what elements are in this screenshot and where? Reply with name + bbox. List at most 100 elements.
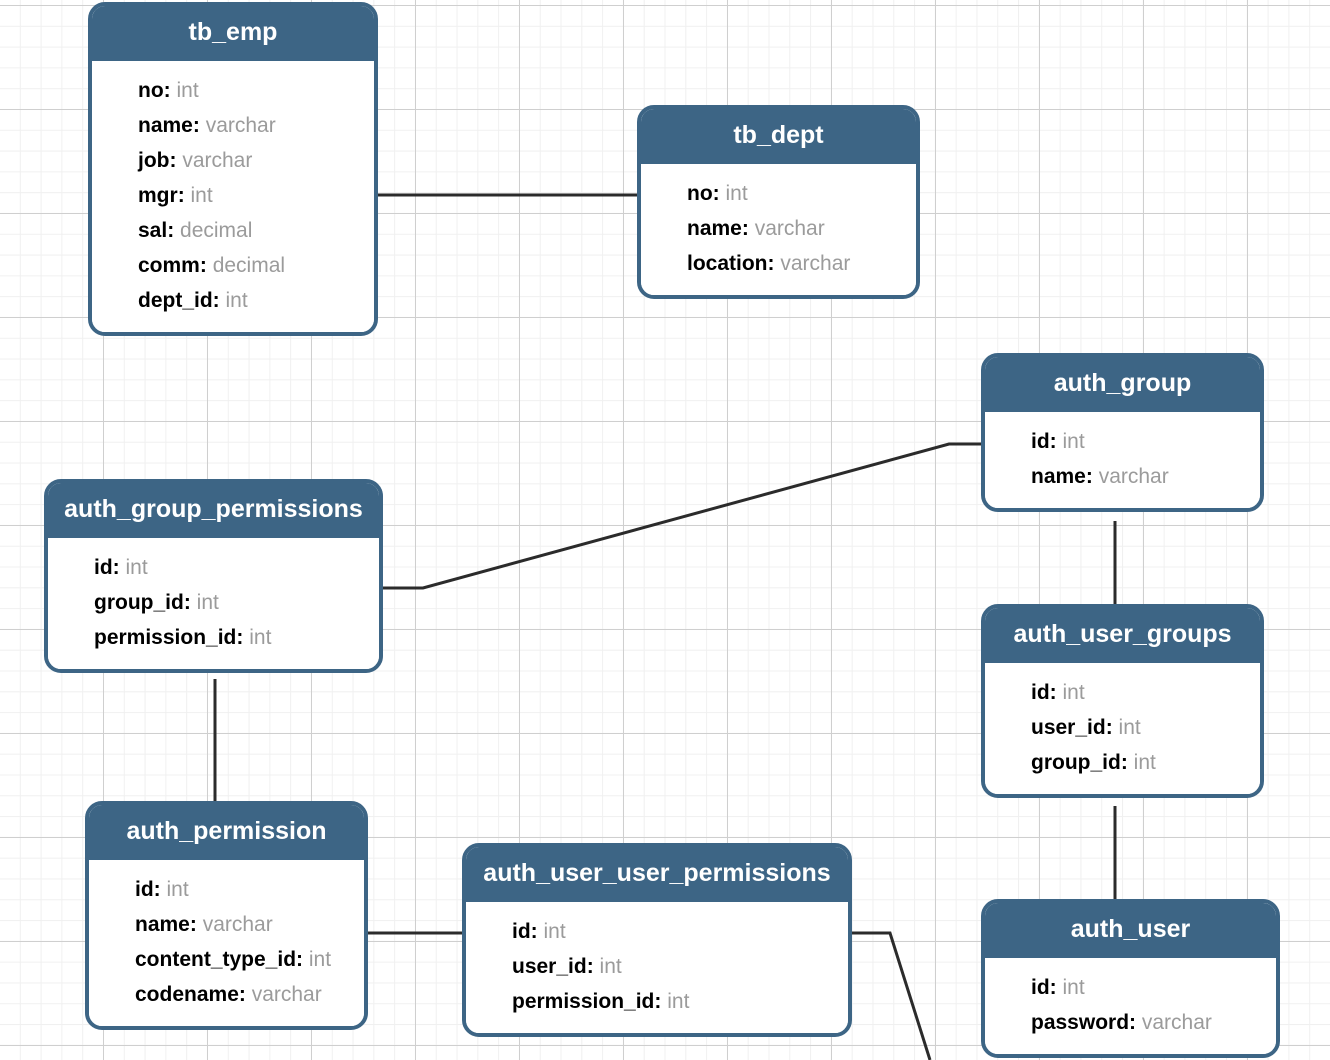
- field-row: id: int: [985, 970, 1276, 1005]
- field-type: int: [1062, 976, 1085, 999]
- field-separator: :: [1105, 716, 1119, 739]
- field-separator: :: [236, 626, 250, 649]
- field-type: int: [166, 878, 189, 901]
- field-name: name: [138, 114, 193, 137]
- field-separator: :: [212, 289, 226, 312]
- field-name: id: [94, 556, 113, 579]
- field-separator: :: [189, 913, 203, 936]
- field-separator: :: [183, 591, 197, 614]
- field-row: location: varchar: [641, 246, 916, 281]
- entity-fields-auth_group_permissions: id: int group_id: int permission_id: int: [48, 538, 379, 669]
- field-separator: :: [530, 920, 544, 943]
- relationship-auth_user_user_permissions-to-auth_user[interactable]: [852, 931, 932, 1060]
- field-name: content_type_id: [135, 948, 297, 971]
- entity-title-auth_user: auth_user: [985, 903, 1276, 958]
- field-type: int: [543, 920, 566, 943]
- field-row: mgr: int: [92, 178, 374, 213]
- field-name: comm: [138, 254, 200, 277]
- field-separator: :: [1049, 976, 1063, 999]
- field-name: password: [1031, 1011, 1130, 1034]
- field-separator: :: [238, 983, 252, 1006]
- field-name: name: [1031, 465, 1086, 488]
- field-separator: :: [712, 182, 726, 205]
- entity-title-tb_emp: tb_emp: [92, 6, 374, 61]
- relationship-auth_group_permissions-to-auth_group[interactable]: [383, 442, 981, 590]
- field-name: id: [1031, 976, 1050, 999]
- field-type: int: [225, 289, 248, 312]
- field-name: name: [687, 217, 742, 240]
- field-type: varchar: [1098, 465, 1169, 488]
- field-type: int: [725, 182, 748, 205]
- entity-title-auth_user_groups: auth_user_groups: [985, 608, 1260, 663]
- field-row: dept_id: int: [92, 283, 374, 318]
- field-row: permission_id: int: [48, 620, 379, 655]
- field-row: name: varchar: [89, 907, 364, 942]
- field-name: id: [512, 920, 531, 943]
- field-row: name: varchar: [92, 108, 374, 143]
- field-type: varchar: [182, 149, 253, 172]
- field-row: id: int: [48, 550, 379, 585]
- entity-title-auth_group_permissions: auth_group_permissions: [48, 483, 379, 538]
- field-name: name: [135, 913, 190, 936]
- field-type: varchar: [251, 983, 322, 1006]
- field-type: int: [667, 990, 690, 1013]
- field-type: int: [308, 948, 332, 971]
- field-separator: :: [169, 149, 183, 172]
- field-row: comm: decimal: [92, 248, 374, 283]
- field-separator: :: [192, 114, 206, 137]
- field-type: int: [190, 184, 213, 207]
- field-separator: :: [1049, 430, 1063, 453]
- entity-title-auth_group: auth_group: [985, 357, 1260, 412]
- field-row: password: varchar: [985, 1005, 1276, 1040]
- field-name: location: [687, 252, 768, 275]
- field-name: dept_id: [138, 289, 213, 312]
- field-separator: :: [1049, 681, 1063, 704]
- field-type: int: [1062, 681, 1085, 704]
- field-separator: :: [296, 948, 309, 971]
- field-type: decimal: [180, 219, 253, 242]
- field-type: varchar: [1141, 1011, 1212, 1034]
- field-row: user_id: int: [466, 949, 848, 984]
- field-separator: :: [177, 184, 191, 207]
- field-row: no: int: [92, 73, 374, 108]
- entity-title-auth_permission: auth_permission: [89, 805, 364, 860]
- field-separator: :: [654, 990, 668, 1013]
- field-separator: :: [167, 219, 181, 242]
- field-separator: :: [199, 254, 213, 277]
- field-separator: :: [586, 955, 600, 978]
- field-name: id: [135, 878, 154, 901]
- field-row: name: varchar: [641, 211, 916, 246]
- field-type: int: [176, 79, 199, 102]
- field-row: codename: varchar: [89, 977, 364, 1012]
- field-row: content_type_id: int: [89, 942, 364, 977]
- field-name: user_id: [1031, 716, 1106, 739]
- field-separator: :: [1120, 751, 1134, 774]
- field-type: int: [1118, 716, 1141, 739]
- field-type: int: [125, 556, 148, 579]
- field-row: id: int: [985, 675, 1260, 710]
- field-name: job: [138, 149, 170, 172]
- field-name: group_id: [94, 591, 184, 614]
- field-type: int: [599, 955, 622, 978]
- field-row: no: int: [641, 176, 916, 211]
- field-row: sal: decimal: [92, 213, 374, 248]
- field-separator: :: [1129, 1011, 1142, 1034]
- field-name: id: [1031, 681, 1050, 704]
- field-separator: :: [1085, 465, 1099, 488]
- field-separator: :: [741, 217, 755, 240]
